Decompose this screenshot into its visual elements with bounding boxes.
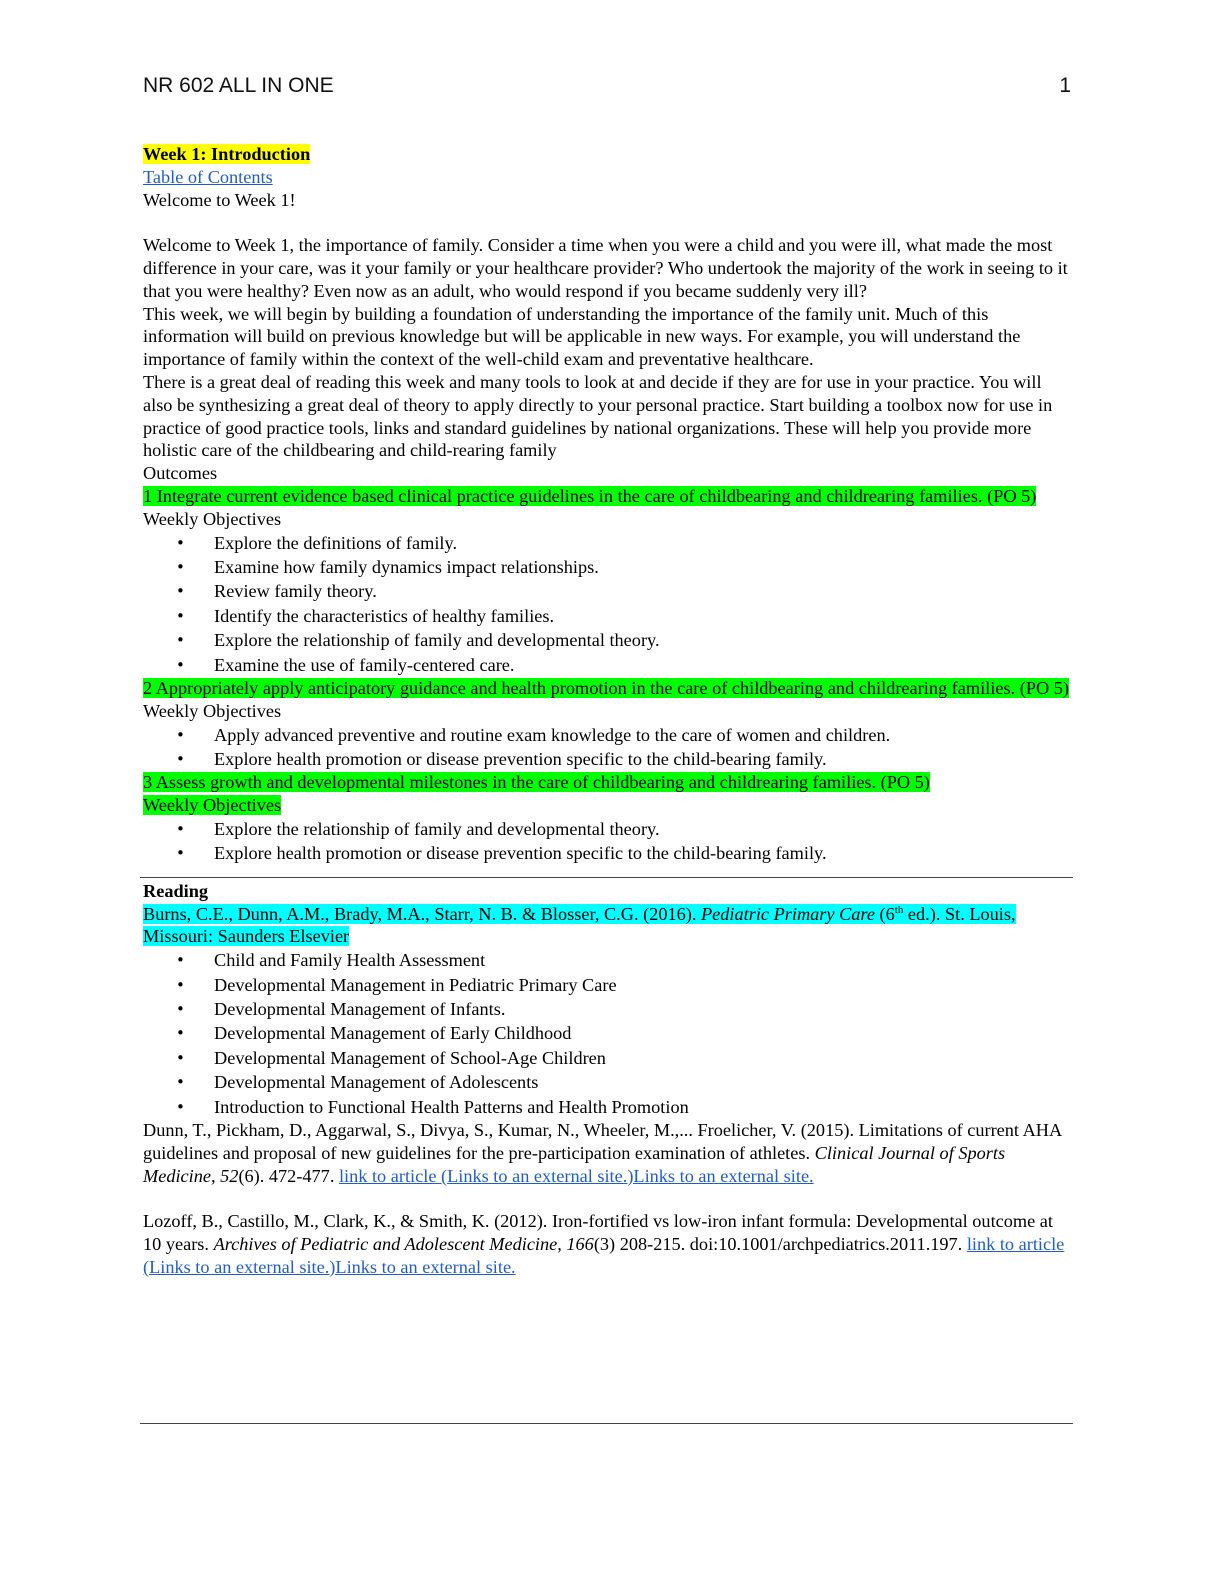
lozoff-article-link[interactable]: link to article (Links to an external si… — [143, 1234, 1065, 1277]
page-number: 1 — [1059, 74, 1071, 97]
welcome-line: Welcome to Week 1! — [143, 189, 296, 210]
list-item: Developmental Management of Adolescents — [143, 1070, 1073, 1095]
weekly-objectives-label: Weekly Objectives — [143, 700, 282, 721]
burns-citation: Burns, C.E., Dunn, A.M., Brady, M.A., St… — [143, 903, 1016, 947]
section-divider — [140, 876, 1073, 878]
weekly-objectives-label: Weekly Objectives — [143, 508, 282, 529]
intro-paragraph-2: This week, we will begin by building a f… — [143, 303, 1021, 370]
list-item: Identify the characteristics of healthy … — [143, 604, 1073, 629]
list-item: Examine how family dynamics impact relat… — [143, 555, 1073, 580]
list-item: Developmental Management of Infants. — [143, 997, 1073, 1022]
list-item: Developmental Management in Pediatric Pr… — [143, 973, 1073, 998]
list-item: Explore the definitions of family. — [143, 531, 1073, 556]
outcome-2: 2 Appropriately apply anticipatory guida… — [143, 677, 1069, 698]
outcome-1: 1 Integrate current evidence based clini… — [143, 485, 1037, 506]
dunn-citation: Dunn, T., Pickham, D., Aggarwal, S., Div… — [143, 1120, 1062, 1186]
objectives-list-2: Apply advanced preventive and routine ex… — [143, 723, 1073, 772]
list-item: Apply advanced preventive and routine ex… — [143, 723, 1073, 748]
list-item: Review family theory. — [143, 579, 1073, 604]
intro-paragraph-1: Welcome to Week 1, the importance of fam… — [143, 235, 1068, 301]
document-body: Week 1: Introduction Table of Contents W… — [140, 143, 1073, 1279]
list-item: Explore the relationship of family and d… — [143, 817, 1073, 842]
lozoff-citation: Lozoff, B., Castillo, M., Clark, K., & S… — [143, 1211, 1065, 1277]
list-item: Examine the use of family-centered care. — [143, 653, 1073, 678]
header-title: NR 602 ALL IN ONE — [143, 74, 334, 97]
weekly-objectives-label: Weekly Objectives — [143, 795, 282, 816]
outcome-3: 3 Assess growth and developmental milest… — [143, 772, 930, 793]
list-item: Explore health promotion or disease prev… — [143, 841, 1073, 866]
list-item: Explore the relationship of family and d… — [143, 628, 1073, 653]
intro-paragraph-3: There is a great deal of reading this we… — [143, 371, 1053, 461]
reading-heading: Reading — [143, 880, 209, 901]
list-item: Explore health promotion or disease prev… — [143, 747, 1073, 772]
objectives-list-3: Explore the relationship of family and d… — [143, 817, 1073, 866]
outcomes-label: Outcomes — [143, 463, 218, 484]
list-item: Developmental Management of Early Childh… — [143, 1021, 1073, 1046]
week-heading: Week 1: Introduction — [143, 144, 311, 164]
page-header: NR 602 ALL IN ONE 1 — [143, 74, 1071, 98]
list-item: Developmental Management of School-Age C… — [143, 1046, 1073, 1071]
burns-chapters-list: Child and Family Health Assessment Devel… — [143, 948, 1073, 1119]
objectives-list-1: Explore the definitions of family. Exami… — [143, 531, 1073, 678]
footer-divider — [140, 1423, 1073, 1424]
list-item: Introduction to Functional Health Patter… — [143, 1095, 1073, 1120]
list-item: Child and Family Health Assessment — [143, 948, 1073, 973]
dunn-article-link[interactable]: link to article (Links to an external si… — [338, 1165, 814, 1186]
table-of-contents-link[interactable]: Table of Contents — [143, 166, 273, 187]
